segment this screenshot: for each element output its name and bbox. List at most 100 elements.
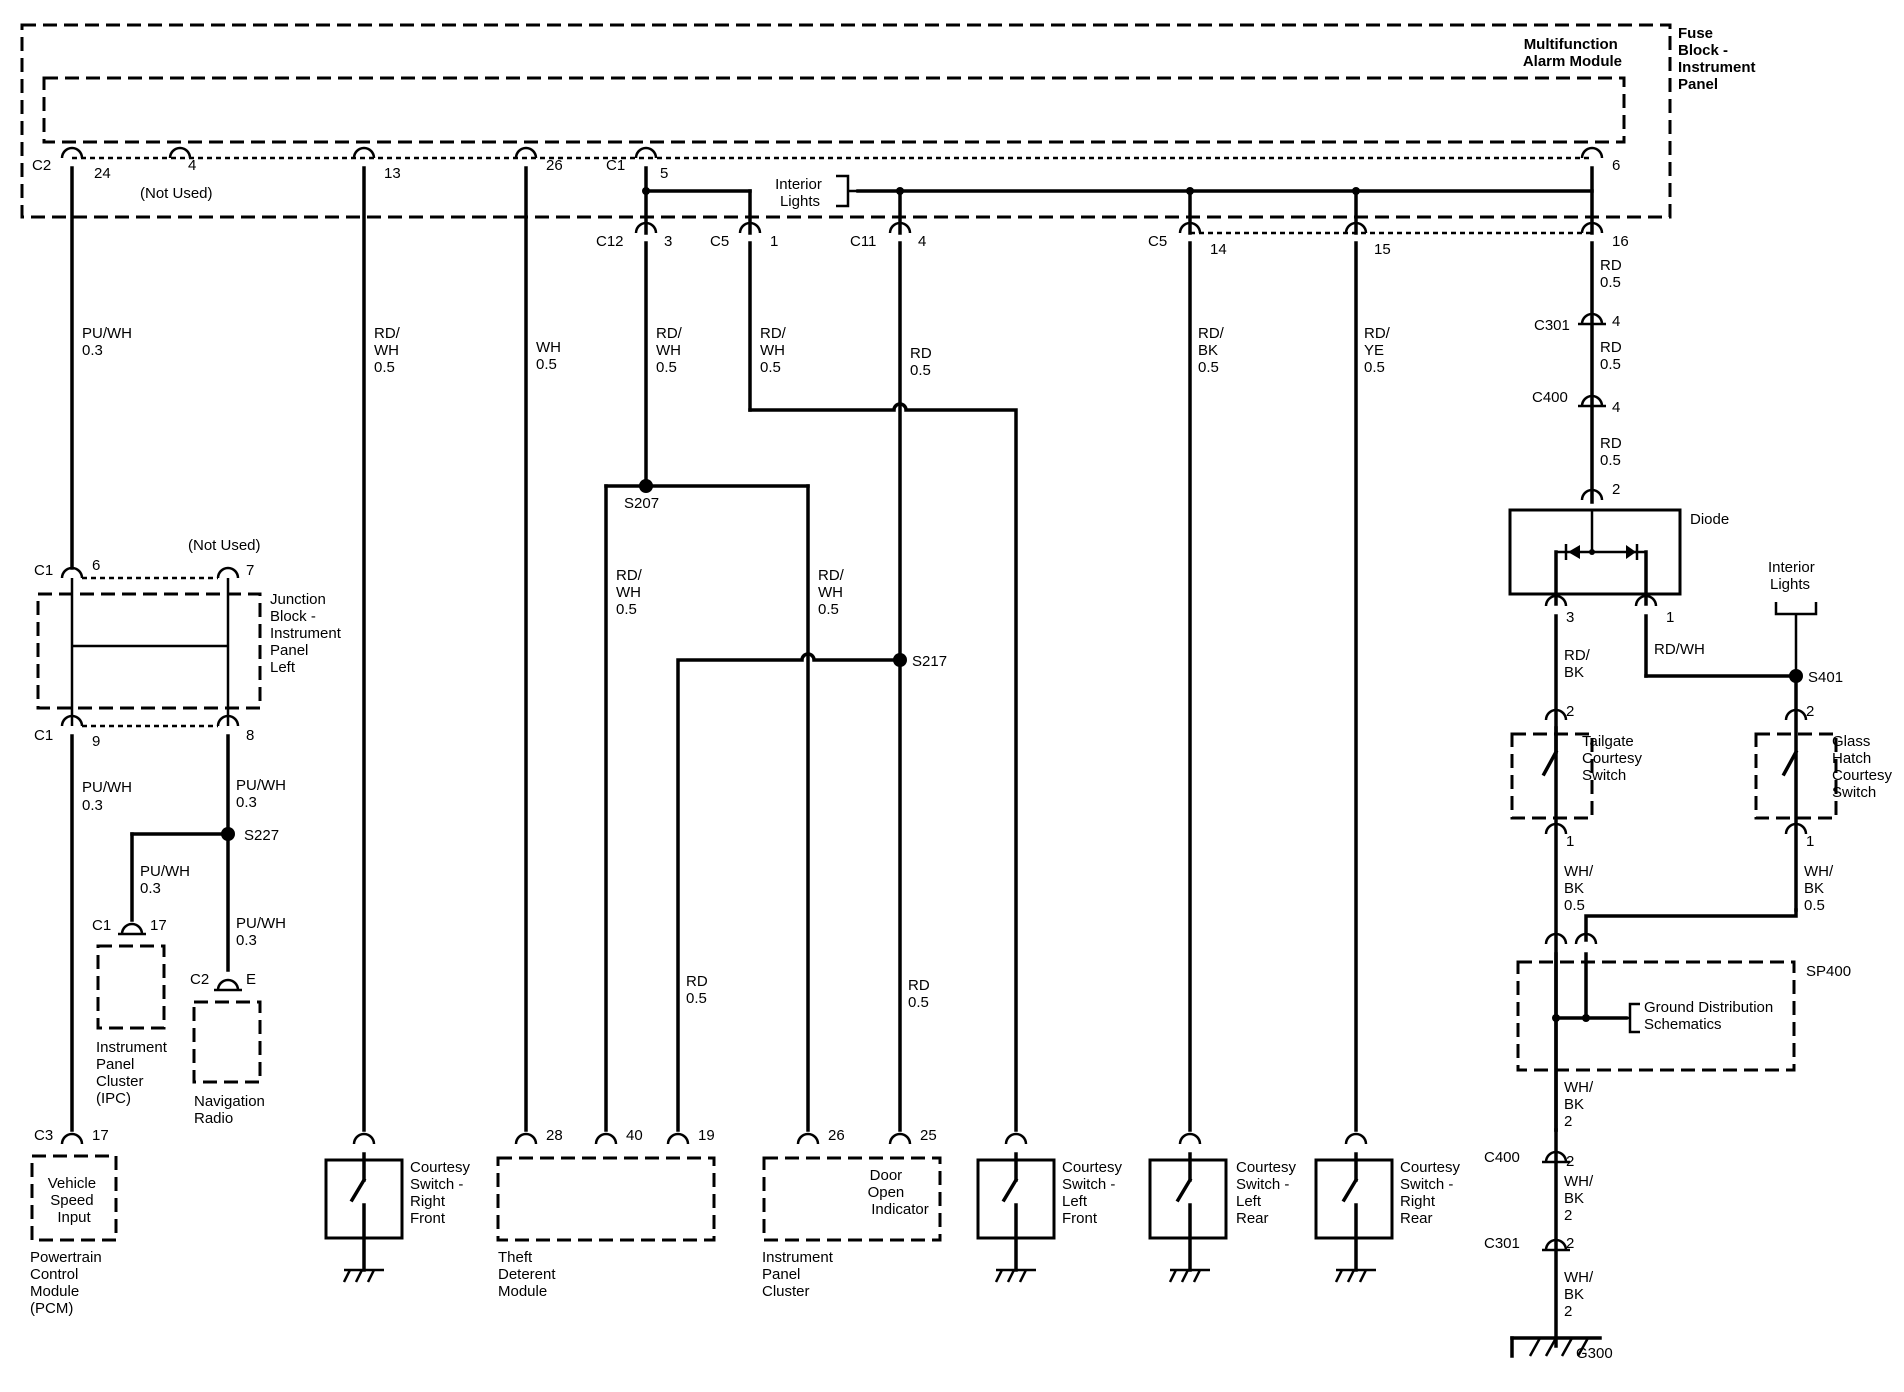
connector-c12: C12 [596, 233, 624, 250]
pin-17-pcm: 17 [92, 1127, 109, 1144]
pin-28: 28 [546, 1127, 563, 1144]
wire-label-rd-16: RD 0.5 [1600, 257, 1626, 291]
courtesy-lf-label: Courtesy Switch - Left Front [1062, 1159, 1126, 1227]
pcm-connector [60, 1132, 84, 1145]
pin-25: 25 [920, 1127, 937, 1144]
interior-lights-bus [642, 166, 1594, 235]
pin-26: 26 [546, 157, 563, 174]
ground-g300-label: G300 [1576, 1345, 1613, 1362]
connector-c2: C2 [32, 157, 51, 174]
interior-lights-bracket-right [1774, 602, 1818, 676]
wire-label-rdbk-tail: RD/ BK [1564, 647, 1594, 681]
wire-c12-rdwh [604, 241, 810, 1132]
pin-16: 16 [1612, 233, 1629, 250]
not-used-label-jb: (Not Used) [188, 537, 261, 554]
pcm-label: Powertrain Control Module (PCM) [30, 1249, 106, 1317]
wire-label-whbk-g3: WH/ BK 2 [1564, 1269, 1597, 1320]
ipc-bottom-connectors [796, 1132, 912, 1145]
pin-19: 19 [698, 1127, 715, 1144]
glass-hatch-courtesy-switch [1754, 708, 1838, 835]
splice-s401: S401 [1808, 669, 1843, 686]
wire-rdwh-s401 [1644, 614, 1803, 683]
ground-g300 [1510, 1336, 1602, 1358]
wire-label-puwh-nav: PU/WH 0.3 [236, 915, 290, 949]
wire-label-whbk-g2: WH/ BK 2 [1564, 1173, 1597, 1224]
pin-15: 15 [1374, 241, 1391, 258]
wire-label-rdwh-c12: RD/ WH 0.5 [656, 325, 686, 376]
pin-2-glass: 2 [1806, 703, 1814, 720]
tailgate-switch-label: Tailgate Courtesy Switch [1582, 733, 1646, 784]
door-open-indicator-label: Door Open Indicator [868, 1167, 929, 1218]
connector-c301-a: C301 [1534, 317, 1570, 334]
pcm-box [30, 1154, 118, 1242]
jb-internal [60, 566, 240, 727]
connector-c301-b: C301 [1484, 1235, 1520, 1252]
wire-glass-to-sp400 [1584, 908, 1798, 942]
interior-lights-label-right: Interior Lights [1768, 559, 1819, 593]
junction-block-outline [36, 592, 262, 710]
theft-module-box [496, 1156, 716, 1242]
pin-14: 14 [1210, 241, 1227, 258]
pin-7-jb: 7 [246, 562, 254, 579]
pcm-box-label: Vehicle Speed Input [48, 1175, 101, 1226]
pin-1-glass: 1 [1806, 833, 1814, 850]
glass-hatch-label: Glass Hatch Courtesy Switch [1832, 733, 1896, 801]
connector-c5-a: C5 [710, 233, 729, 250]
wire-label-rd-c400: RD 0.5 [1600, 435, 1626, 469]
fuse-block-label: Fuse Block - Instrument Panel [1678, 25, 1760, 93]
wire-label-rd-c11: RD 0.5 [910, 345, 936, 379]
nav-radio-label: Navigation Radio [194, 1093, 269, 1127]
connector-c400-a: C400 [1532, 389, 1568, 406]
connector-c2-nav: C2 [190, 971, 209, 988]
wire-label-puwh-top: PU/WH 0.3 [82, 325, 136, 359]
wire-label-rdwh-c5: RD/ WH 0.5 [760, 325, 790, 376]
wire-label-rd-25: RD 0.5 [908, 977, 934, 1011]
pin-4-c400: 4 [1612, 399, 1620, 416]
pin-1-tailgate: 1 [1566, 833, 1574, 850]
lower-ground-connectors [1542, 1128, 1570, 1348]
ipc-bottom-box [762, 1156, 942, 1242]
pin-2-diode: 2 [1612, 481, 1620, 498]
wire-label-whbk-tail: WH/ BK 0.5 [1564, 863, 1597, 914]
wire-label-rd-c301: RD 0.5 [1600, 339, 1626, 373]
courtesy-rr-label: Courtesy Switch - Right Rear [1400, 1159, 1464, 1227]
pin-2-c301: 2 [1566, 1235, 1574, 1252]
courtesy-switch-lr [1148, 1132, 1228, 1283]
sp400-assembly [1516, 932, 1796, 1132]
wire-label-wh-26: WH 0.5 [536, 339, 565, 373]
pin-1-c5: 1 [770, 233, 778, 250]
wire-c11-rd [676, 241, 907, 1132]
theft-connectors [514, 1132, 690, 1145]
connector-c1-top: C1 [606, 157, 625, 174]
pin-8-jb: 8 [246, 727, 254, 744]
pin-4-notused: 4 [188, 157, 196, 174]
pin-13: 13 [384, 165, 401, 182]
pin-6-jb: 6 [92, 557, 100, 574]
wire-label-puwh-ipc: PU/WH 0.3 [140, 863, 194, 897]
connector-c11: C11 [850, 233, 876, 250]
fuse-block-outline [20, 23, 1672, 219]
splice-s207: S207 [624, 495, 659, 512]
interior-lights-bracket [836, 174, 858, 208]
courtesy-lr-label: Courtesy Switch - Left Rear [1236, 1159, 1300, 1227]
pin-2-tailgate: 2 [1566, 703, 1574, 720]
connector-c1-jb-bot: C1 [34, 727, 53, 744]
alarm-module-outline [42, 76, 1626, 144]
junction-block-label: Junction Block - Instrument Panel Left [270, 591, 345, 676]
interior-lights-label-top: Interior Lights [775, 176, 826, 210]
theft-module-label: Theft Deterent Module [498, 1249, 560, 1300]
pin-e-nav: E [246, 971, 256, 988]
connector-c3-pcm: C3 [34, 1127, 53, 1144]
wire-label-rdwh-ipc: RD/ WH 0.5 [818, 567, 848, 618]
wire-label-rdbk-14: RD/ BK 0.5 [1198, 325, 1228, 376]
sp400-label: SP400 [1806, 963, 1851, 980]
wire-8-s227 [130, 734, 235, 972]
connector-c1-ipc: C1 [92, 917, 111, 934]
pin-4-c11: 4 [918, 233, 926, 250]
courtesy-switch-rf [324, 1132, 404, 1283]
wire-label-rdye-15: RD/ YE 0.5 [1364, 325, 1394, 376]
not-used-label-top: (Not Used) [140, 185, 213, 202]
pin-40: 40 [626, 1127, 643, 1144]
pin-9-jb: 9 [92, 733, 100, 750]
wire-label-rdwh-diode: RD/WH [1654, 641, 1705, 658]
